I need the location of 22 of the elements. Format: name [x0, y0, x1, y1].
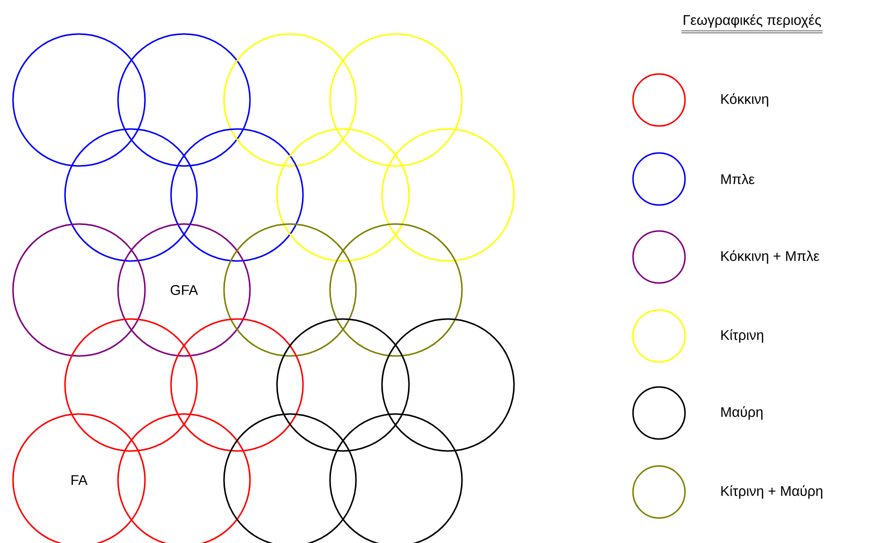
region-circle	[64, 318, 198, 452]
region-circle	[170, 128, 304, 262]
legend-label: Κίτρινη	[721, 329, 764, 343]
region-circle	[223, 33, 357, 167]
legend-label: Μαύρη	[721, 406, 762, 420]
region-circle	[381, 318, 515, 452]
region-circle	[170, 318, 304, 452]
region-circle	[12, 223, 146, 357]
region-circle	[64, 128, 198, 262]
legend-title: Γεωγραφικές περιοχές	[681, 14, 823, 34]
region-circle	[381, 128, 515, 262]
legend-label: Κόκκινη	[721, 93, 768, 107]
region-circle	[12, 33, 146, 167]
legend-label: Μπλε	[721, 174, 754, 184]
region-circle	[329, 223, 463, 357]
legend-label: Κίτρινη + Μαύρη	[721, 485, 822, 499]
region-circle	[276, 318, 410, 452]
region-circle	[117, 33, 251, 167]
region-circle	[276, 128, 410, 262]
region-circle	[329, 33, 463, 167]
region-circle	[223, 223, 357, 357]
legend-label: Κόκκινη + Μπλε	[721, 250, 820, 264]
